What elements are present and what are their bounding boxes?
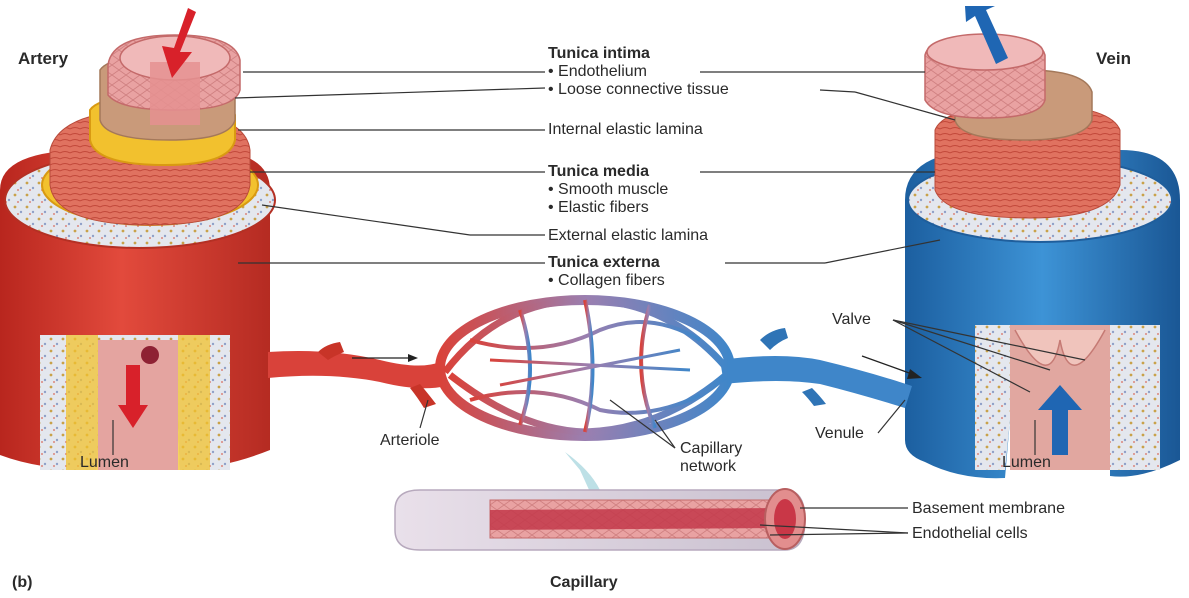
tunica-intima-label: Tunica intima [548, 45, 650, 63]
loose-connective-label: • Loose connective tissue [548, 81, 729, 99]
tunica-externa-label: Tunica externa [548, 254, 660, 272]
artery-wall-layer-left [66, 335, 98, 470]
capillary-network [440, 300, 730, 436]
capillary-label: Capillary [550, 574, 618, 592]
tunica-media-label: Tunica media [548, 163, 649, 181]
artery-lumen-label: Lumen [80, 454, 129, 472]
smooth-muscle-label: • Smooth muscle [548, 181, 668, 199]
valve-label: Valve [832, 311, 871, 329]
artery-label: Artery [18, 50, 68, 68]
artery-wall-layer-right [178, 335, 210, 470]
artery-lumen-spot [141, 346, 159, 364]
internal-elastic-label: Internal elastic lamina [548, 121, 703, 139]
arteriole-label: Arteriole [380, 432, 440, 450]
panel-label: (b) [12, 574, 32, 592]
capillary-network-label-line2: network [680, 458, 736, 476]
zoom-arrow [565, 452, 600, 492]
elastic-fibers-label: • Elastic fibers [548, 199, 649, 217]
vein-label: Vein [1096, 50, 1131, 68]
vein-illustration [905, 34, 1180, 478]
vein-intima-opening [927, 34, 1043, 70]
basement-membrane-label: Basement membrane [912, 500, 1065, 518]
collagen-fibers-label: • Collagen fibers [548, 272, 665, 290]
arteriole-vessel [268, 342, 446, 408]
endothelial-cells-label: Endothelial cells [912, 525, 1028, 543]
external-elastic-label: External elastic lamina [548, 227, 708, 245]
endothelium-label: • Endothelium [548, 63, 647, 81]
vein-lumen-label: Lumen [1002, 454, 1051, 472]
capillary-network-label-line1: Capillary [680, 440, 742, 458]
capillary-detail [395, 489, 805, 550]
venule-label: Venule [815, 425, 864, 443]
venule-vessel [720, 328, 912, 408]
